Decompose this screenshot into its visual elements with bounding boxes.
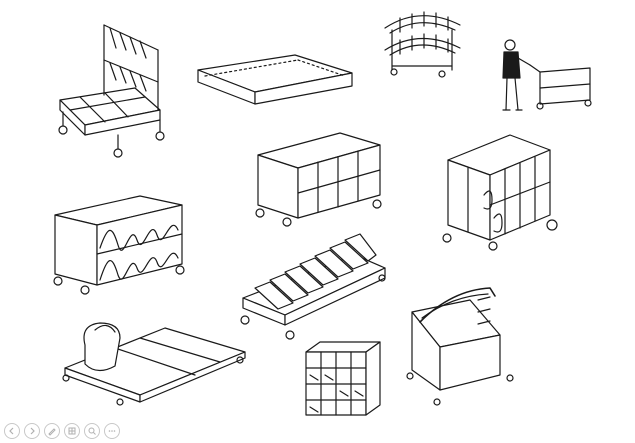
kit-cart-with-hanging-rails-icon [58, 24, 165, 158]
grid-icon[interactable] [64, 423, 80, 439]
zoom-icon[interactable] [84, 423, 100, 439]
cube-storage-rack-icon [305, 341, 381, 416]
stepped-bin-cart-icon [442, 134, 558, 251]
double-tier-sorting-rack-icon [384, 11, 461, 78]
slide-toolbar [4, 423, 120, 439]
operator-pushing-cart-icon [502, 39, 592, 111]
next-slide-icon[interactable] [24, 423, 40, 439]
pen-icon[interactable] [44, 423, 60, 439]
shallow-tray-icon [197, 54, 353, 105]
angled-slot-tray-cart-icon [240, 233, 386, 340]
seat-part-flatbed-cart-icon [62, 322, 246, 406]
twelve-bin-storage-cart-icon [255, 132, 382, 227]
wave-divider-rack-cart-icon [53, 195, 185, 295]
prev-slide-icon[interactable] [4, 423, 20, 439]
more-icon[interactable] [104, 423, 120, 439]
panel-cart-with-hook-icon [406, 287, 514, 406]
